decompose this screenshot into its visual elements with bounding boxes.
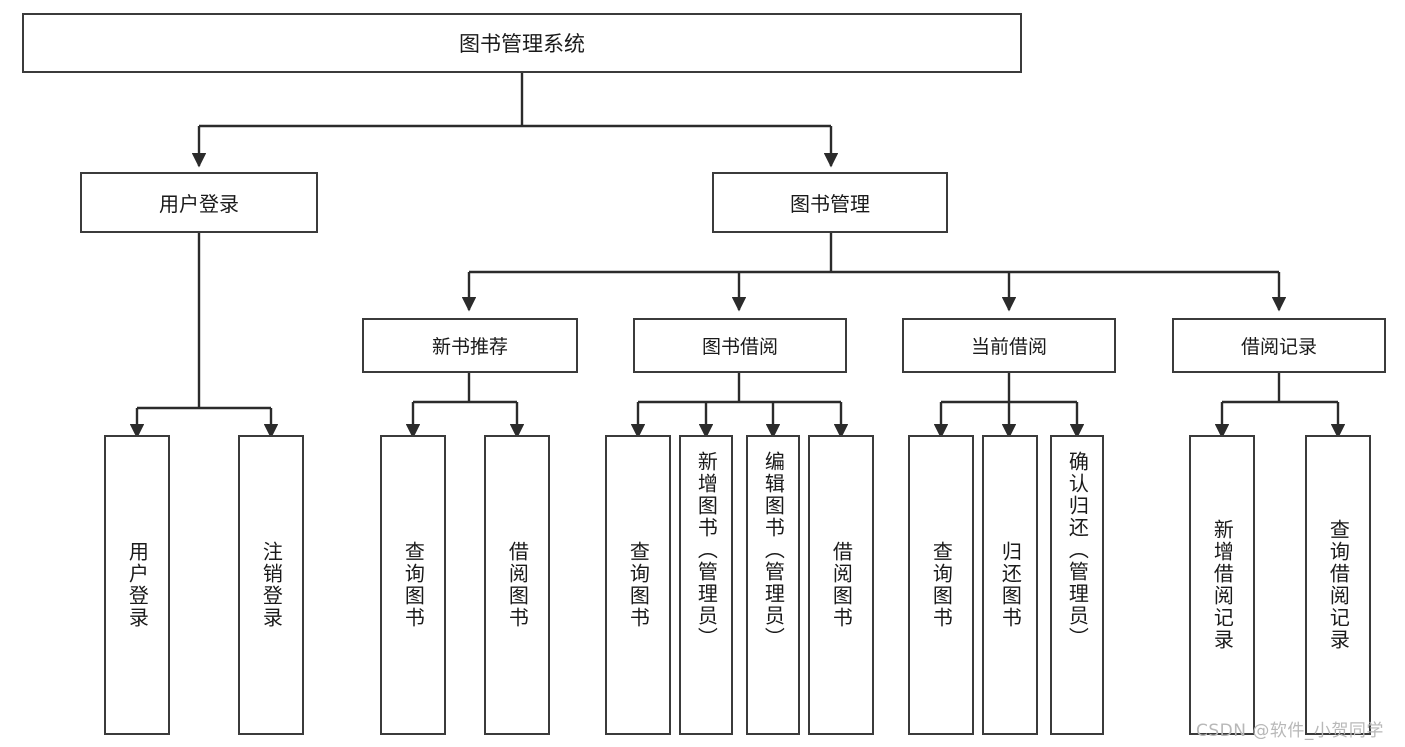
node-user-login[interactable]: 用户登录	[80, 172, 318, 233]
leaf-user-logout-label: 注销登录	[259, 541, 284, 629]
node-new-book-recommend-label: 新书推荐	[431, 336, 508, 358]
node-root-label: 图书管理系统	[459, 32, 585, 56]
csdn-watermark: CSDN @软件_小贺同学	[1196, 721, 1384, 741]
node-book-management[interactable]: 图书管理	[712, 172, 948, 233]
node-book-borrow[interactable]: 图书借阅	[633, 318, 847, 373]
node-user-login-label: 用户登录	[159, 192, 239, 216]
leaf-user-login[interactable]: 用户登录	[104, 435, 170, 735]
node-borrow-record-label: 借阅记录	[1240, 336, 1317, 358]
leaf-edit-book-admin[interactable]: 编辑图书（管理员）	[746, 435, 800, 735]
leaf-add-borrow-record-label: 新增借阅记录	[1210, 519, 1235, 651]
leaf-query-borrow-record[interactable]: 查询借阅记录	[1305, 435, 1371, 735]
leaf-add-book-admin-label: 新增图书（管理员）	[694, 451, 719, 649]
leaf-edit-book-admin-label: 编辑图书（管理员）	[761, 451, 786, 649]
leaf-confirm-return-admin-label: 确认归还（管理员）	[1065, 451, 1090, 649]
leaf-add-book-admin[interactable]: 新增图书（管理员）	[679, 435, 733, 735]
leaf-user-login-label: 用户登录	[125, 541, 150, 629]
leaf-borrow-book-label: 借阅图书	[829, 541, 854, 629]
leaf-query-borrow-record-label: 查询借阅记录	[1326, 519, 1351, 651]
leaf-recommend-borrow-book[interactable]: 借阅图书	[484, 435, 550, 735]
leaf-current-query-book-label: 查询图书	[929, 541, 954, 629]
leaf-recommend-query-book[interactable]: 查询图书	[380, 435, 446, 735]
leaf-borrow-query-book[interactable]: 查询图书	[605, 435, 671, 735]
node-borrow-record[interactable]: 借阅记录	[1172, 318, 1386, 373]
leaf-borrow-book[interactable]: 借阅图书	[808, 435, 874, 735]
leaf-borrow-query-book-label: 查询图书	[626, 541, 651, 629]
leaf-current-query-book[interactable]: 查询图书	[908, 435, 974, 735]
leaf-user-logout[interactable]: 注销登录	[238, 435, 304, 735]
leaf-recommend-query-book-label: 查询图书	[401, 541, 426, 629]
leaf-confirm-return-admin[interactable]: 确认归还（管理员）	[1050, 435, 1104, 735]
leaf-return-book[interactable]: 归还图书	[982, 435, 1038, 735]
node-current-borrow-label: 当前借阅	[970, 336, 1047, 358]
node-current-borrow[interactable]: 当前借阅	[902, 318, 1116, 373]
node-book-borrow-label: 图书借阅	[701, 336, 778, 358]
leaf-return-book-label: 归还图书	[998, 541, 1023, 629]
leaf-add-borrow-record[interactable]: 新增借阅记录	[1189, 435, 1255, 735]
node-new-book-recommend[interactable]: 新书推荐	[362, 318, 578, 373]
node-root[interactable]: 图书管理系统	[22, 13, 1022, 73]
node-book-management-label: 图书管理	[790, 192, 870, 216]
leaf-recommend-borrow-book-label: 借阅图书	[505, 541, 530, 629]
